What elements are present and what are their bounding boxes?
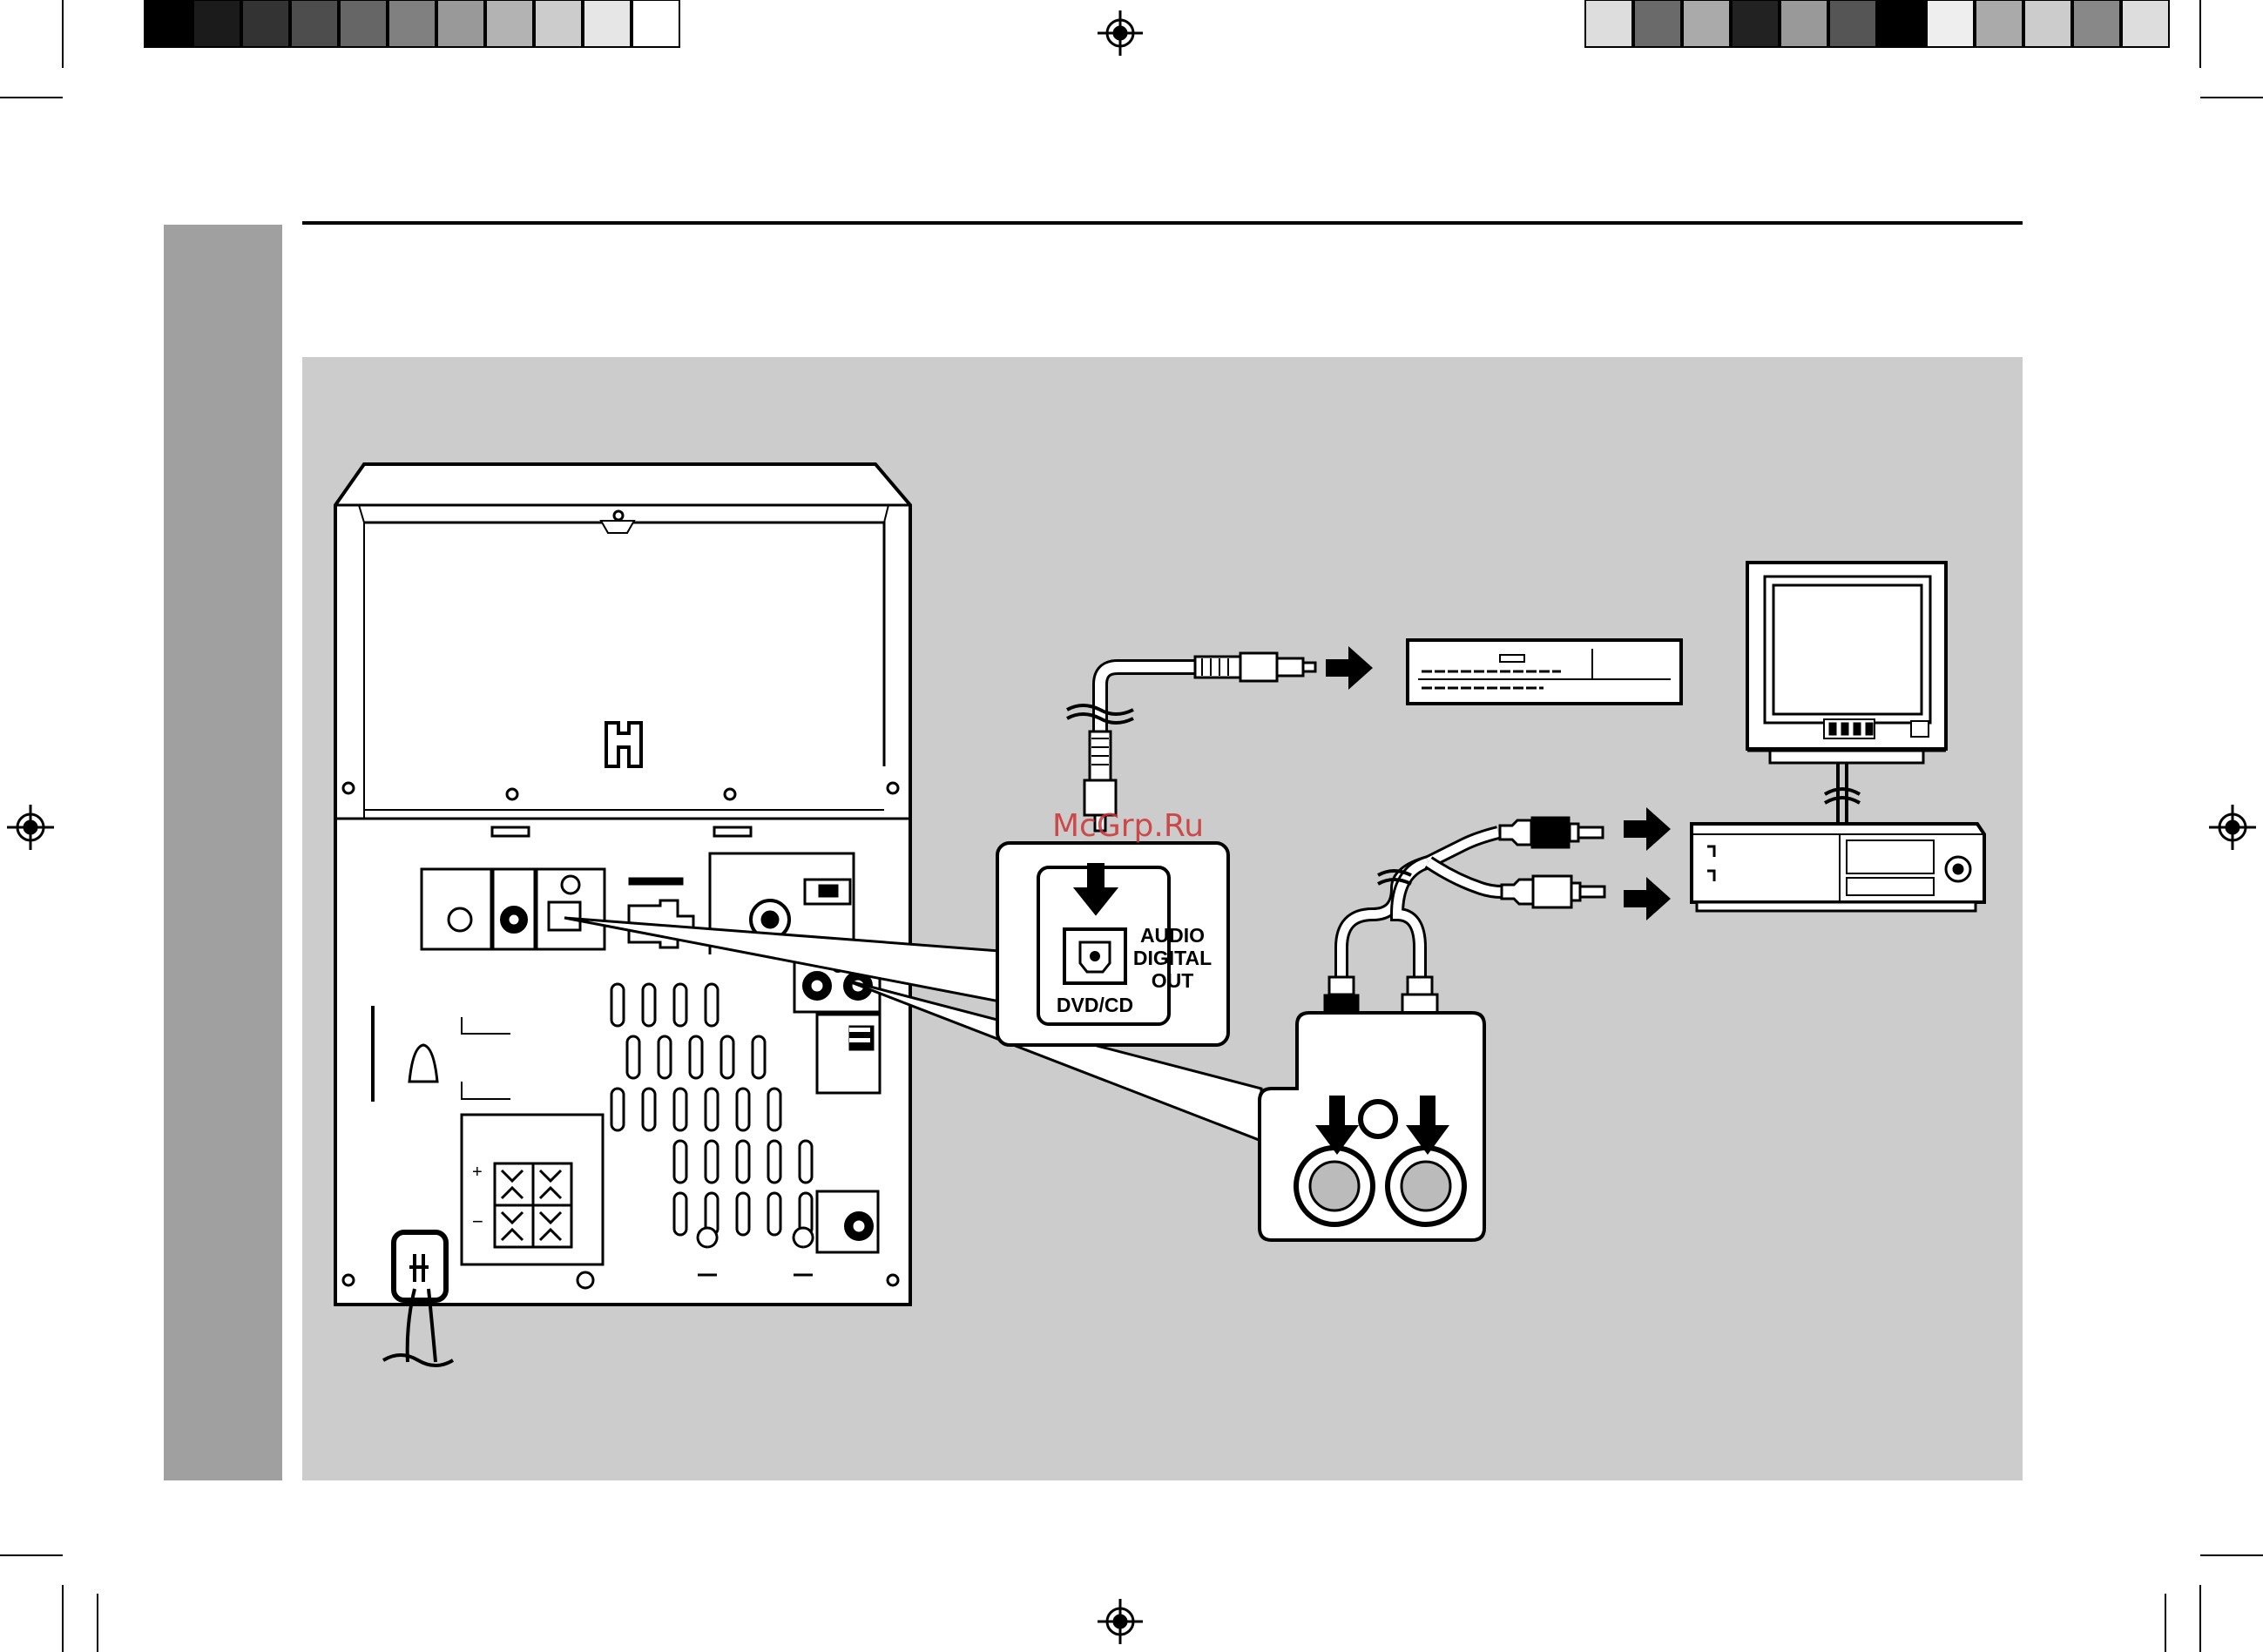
watermark-text: McGrp.Ru	[1052, 808, 1204, 844]
registration-target-left	[7, 805, 54, 850]
vcr-device	[1692, 824, 1984, 911]
callout-optical-digital-out: AUDIO DIGITAL OUT DVD/CD	[997, 843, 1228, 1045]
speaker-minus-label: −	[472, 1210, 483, 1232]
registration-target-top	[1098, 10, 1143, 56]
print-color-bar-right	[1585, 0, 2169, 47]
side-tab-bar	[164, 225, 282, 1480]
speaker-plus-label: +	[472, 1163, 483, 1182]
optical-label-out: OUT	[1152, 969, 1194, 992]
main-unit-rear-panel	[335, 464, 910, 1365]
optical-label-audio: AUDIO	[1140, 924, 1205, 947]
registration-target-bottom	[1098, 1599, 1143, 1644]
optical-jack-label: DVD/CD	[1057, 994, 1133, 1016]
optical-label-digital: DIGITAL	[1133, 947, 1212, 969]
print-color-bar-left	[145, 0, 679, 47]
registration-target-right	[2209, 805, 2256, 850]
digital-recorder-device	[1408, 640, 1681, 704]
